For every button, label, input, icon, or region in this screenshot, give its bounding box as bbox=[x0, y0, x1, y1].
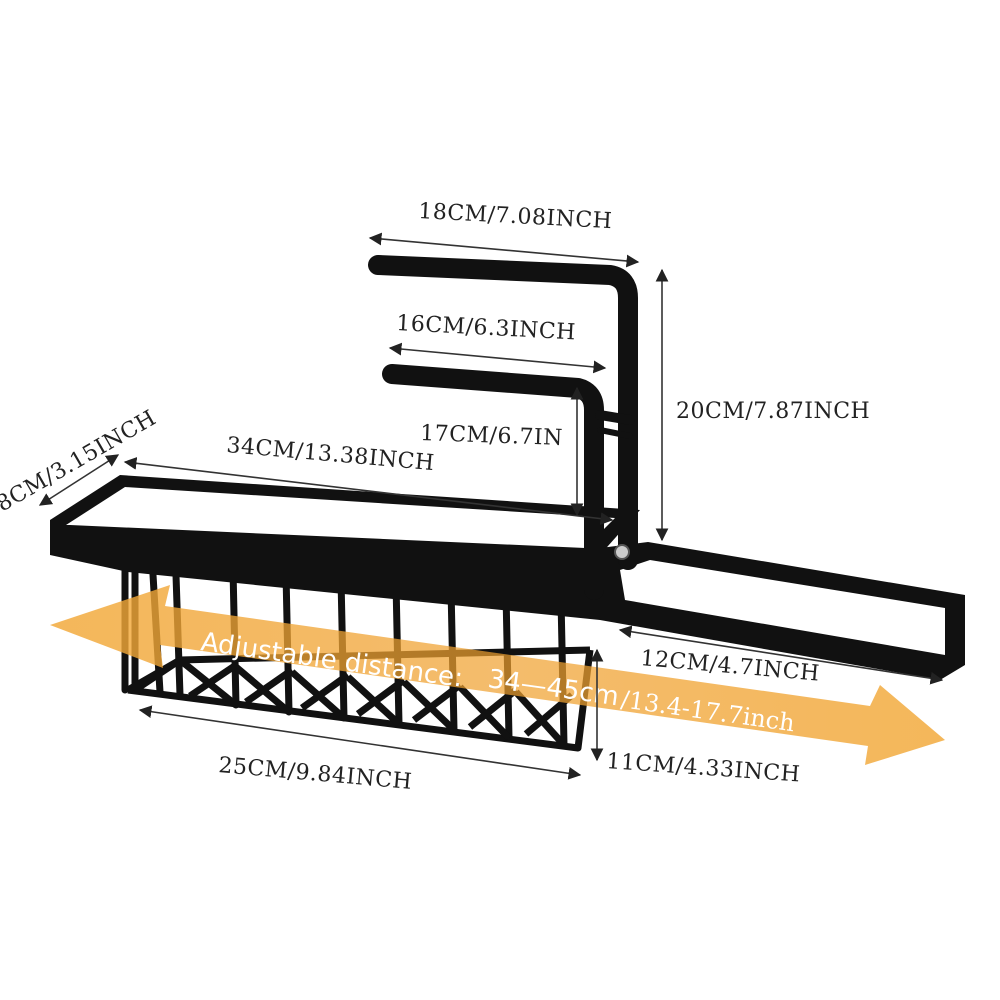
label-lower-bar-drop: 17CM/6.7IN bbox=[420, 421, 563, 451]
dim-line-lower-bar bbox=[388, 342, 607, 374]
dimension-lines bbox=[38, 232, 944, 780]
dim-line-basket-depth bbox=[38, 454, 120, 506]
label-top-bar-width: 18CM/7.08INCH bbox=[418, 199, 613, 234]
label-lower-bar-width: 16CM/6.3INCH bbox=[396, 311, 577, 345]
dim-line-basket-top bbox=[123, 457, 614, 525]
label-basket-top-length: 34CM/13.38INCH bbox=[225, 433, 435, 476]
label-basket-bottom-length: 25CM/9.84INCH bbox=[217, 753, 413, 795]
dim-line-extension bbox=[618, 625, 944, 685]
adjust-screw-icon bbox=[614, 544, 630, 560]
label-total-height: 20CM/7.87INCH bbox=[676, 399, 870, 424]
dim-line-top-bar bbox=[368, 232, 640, 268]
dim-line-basket-bottom bbox=[138, 705, 582, 780]
label-basket-height: 11CM/4.33INCH bbox=[606, 749, 801, 787]
